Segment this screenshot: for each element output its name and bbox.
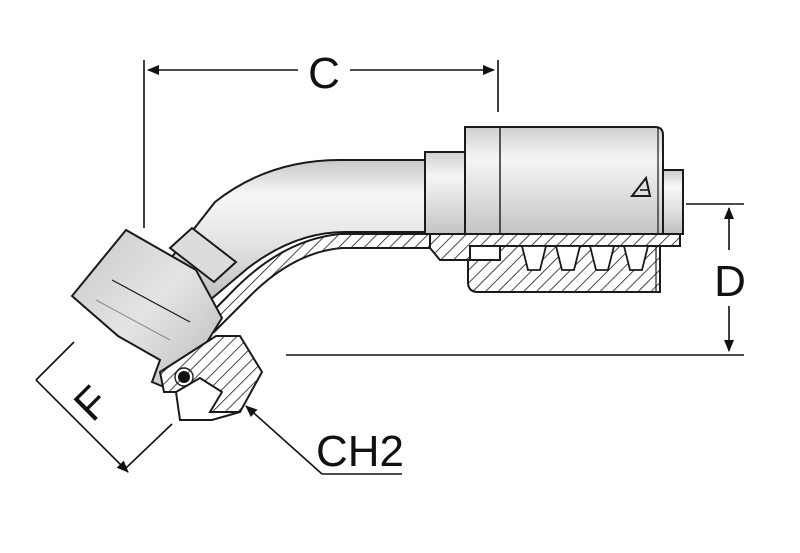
step-ring bbox=[424, 151, 468, 235]
ferrule bbox=[464, 126, 664, 235]
hose-stub bbox=[662, 169, 684, 235]
bent-tube bbox=[166, 159, 431, 302]
dimension-ch2: CH2 bbox=[245, 405, 404, 476]
dimension-d-label: D bbox=[714, 257, 746, 306]
section-insert bbox=[429, 233, 681, 261]
fitting-body bbox=[70, 126, 684, 421]
crimp-mark-icon bbox=[629, 175, 652, 197]
tube-collar bbox=[168, 226, 238, 284]
dimension-f: F bbox=[35, 341, 173, 473]
dimension-c: C bbox=[143, 49, 499, 228]
section-nut bbox=[158, 335, 264, 413]
dimension-ch2-label: CH2 bbox=[316, 427, 404, 476]
dimension-c-label: C bbox=[308, 49, 340, 98]
o-ring bbox=[178, 371, 190, 383]
ferrule-teeth bbox=[520, 245, 650, 271]
dimension-d: D bbox=[286, 203, 746, 356]
dimension-f-label: F bbox=[65, 377, 119, 431]
section-tube-wall bbox=[200, 233, 431, 334]
